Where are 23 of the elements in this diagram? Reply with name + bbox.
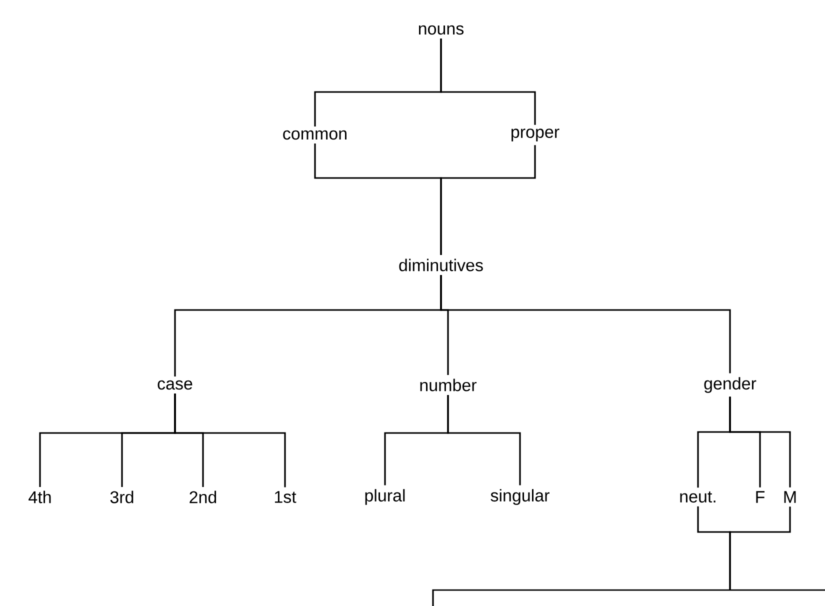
node-label: nouns bbox=[418, 25, 464, 35]
node-label: M bbox=[784, 491, 796, 503]
node-label: number bbox=[420, 378, 477, 392]
node-label: 2nd bbox=[190, 490, 216, 504]
node-label: singular bbox=[490, 489, 550, 505]
connector-line bbox=[447, 395, 521, 486]
node-label: neut. bbox=[680, 491, 716, 503]
connector-line bbox=[440, 38, 536, 125]
node-label: proper bbox=[512, 128, 560, 142]
connector-line bbox=[729, 506, 791, 590]
node-label: case bbox=[158, 380, 192, 390]
node-label: diminutives bbox=[399, 258, 483, 272]
node-label: F bbox=[756, 491, 765, 503]
node-label: common bbox=[283, 130, 346, 140]
node-label: gender bbox=[704, 377, 756, 393]
connector-line bbox=[174, 393, 286, 488]
connector-line bbox=[440, 145, 536, 255]
node-label: 4th bbox=[28, 490, 51, 504]
connector-line bbox=[729, 396, 791, 488]
connector-line bbox=[440, 275, 731, 374]
node-label: 3rd bbox=[110, 490, 134, 504]
node-label: 1st bbox=[274, 491, 296, 503]
node-label: plural bbox=[365, 489, 405, 505]
